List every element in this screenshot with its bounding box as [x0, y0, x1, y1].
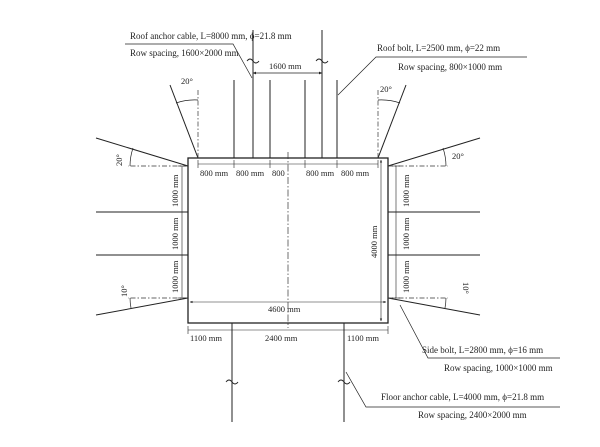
- break-mark-right: [315, 58, 329, 64]
- floor-break-mark-left: [225, 379, 239, 385]
- dim-label-top-3: 800: [272, 168, 285, 178]
- dim-label-right-2: 1000 mm: [401, 217, 411, 250]
- dim-label-right-1: 1000 mm: [401, 174, 411, 207]
- dim-label-1600: 1600 mm: [269, 61, 302, 71]
- label-roof-anchor-cable: Roof anchor cable, L=8000 mm, ϕ=21.8 mm: [130, 31, 292, 41]
- side-bolts: [96, 211, 480, 256]
- label-roof-bolt-spacing: Row spacing, 800×1000 mm: [398, 62, 502, 72]
- label-floor-anchor-cable: Floor anchor cable, L=4000 mm, ϕ=21.8 mm: [381, 392, 544, 402]
- dim-label-bottom-3: 1100 mm: [347, 333, 379, 343]
- label-roof-bolt: Roof bolt, L=2500 mm, ϕ=22 mm: [377, 43, 500, 53]
- dim-label-left-2: 1000 mm: [170, 217, 180, 250]
- lower-right-bolt: [387, 297, 481, 316]
- dim-label-right-3: 1000 mm: [401, 260, 411, 293]
- angle-label-top-left: 20°: [181, 76, 193, 86]
- label-side-bolt: Side bolt, L=2800 mm, ϕ=16 mm: [422, 345, 543, 355]
- lower-angled-bolts: [95, 297, 481, 316]
- dim-left-chain: [178, 165, 186, 299]
- upper-right-bolt: [387, 137, 481, 167]
- dim-label-left-3: 1000 mm: [170, 260, 180, 293]
- dim-right-chain: [392, 165, 400, 299]
- dim-top-bolt-chain: [197, 160, 379, 168]
- lower-left-bolt: [95, 297, 189, 316]
- dim-width: 4600 mm: [189, 300, 387, 314]
- dim-label-top-5: 800 mm: [341, 168, 369, 178]
- angle-label-lower-right: 10°: [461, 282, 471, 294]
- label-side-bolt-spacing: Row spacing, 1000×1000 mm: [444, 363, 553, 373]
- angle-arcs: [129, 99, 447, 309]
- angle-label-upper-right: 20°: [452, 151, 464, 161]
- upper-angled-bolts: [95, 137, 481, 167]
- upper-left-bolt: [95, 137, 189, 167]
- roof-bolts: [169, 80, 407, 159]
- dim-label-width: 4600 mm: [268, 304, 301, 314]
- dim-label-top-1: 800 mm: [200, 168, 228, 178]
- angle-label-upper-left: 20°: [114, 154, 124, 166]
- dim-label-bottom-2: 2400 mm: [265, 333, 298, 343]
- angle-label-top-right: 20°: [380, 84, 392, 94]
- roof-anchor-cables: [246, 30, 329, 158]
- leader-side-bolt: [399, 304, 560, 359]
- angle-references: [128, 90, 448, 299]
- dim-bottom-chain: [187, 326, 389, 334]
- dim-label-height: 4000 mm: [369, 225, 379, 258]
- dim-label-left-1: 1000 mm: [170, 174, 180, 207]
- floor-break-mark-right: [337, 379, 351, 385]
- leader-roof-anchor-cable: [125, 43, 253, 79]
- roof-bolt-corner-left: [169, 84, 199, 159]
- dim-height: 4000 mm: [369, 159, 383, 322]
- angle-label-lower-left: 10°: [119, 285, 129, 297]
- dim-label-top-4: 800 mm: [306, 168, 334, 178]
- leader-floor-anchor-cable: [345, 371, 560, 408]
- floor-anchor-cables: [225, 323, 351, 422]
- label-roof-anchor-spacing: Row spacing, 1600×2000 mm: [130, 48, 239, 58]
- roof-bolt-corner-right: [377, 84, 407, 159]
- label-floor-anchor-spacing: Row spacing, 2400×2000 mm: [418, 410, 527, 420]
- break-mark-left: [246, 58, 260, 64]
- dim-label-bottom-1: 1100 mm: [190, 333, 222, 343]
- dim-label-top-2: 800 mm: [236, 168, 264, 178]
- dim-top-anchor-gap: 1600 mm: [252, 61, 323, 75]
- leader-roof-bolt: [337, 56, 527, 96]
